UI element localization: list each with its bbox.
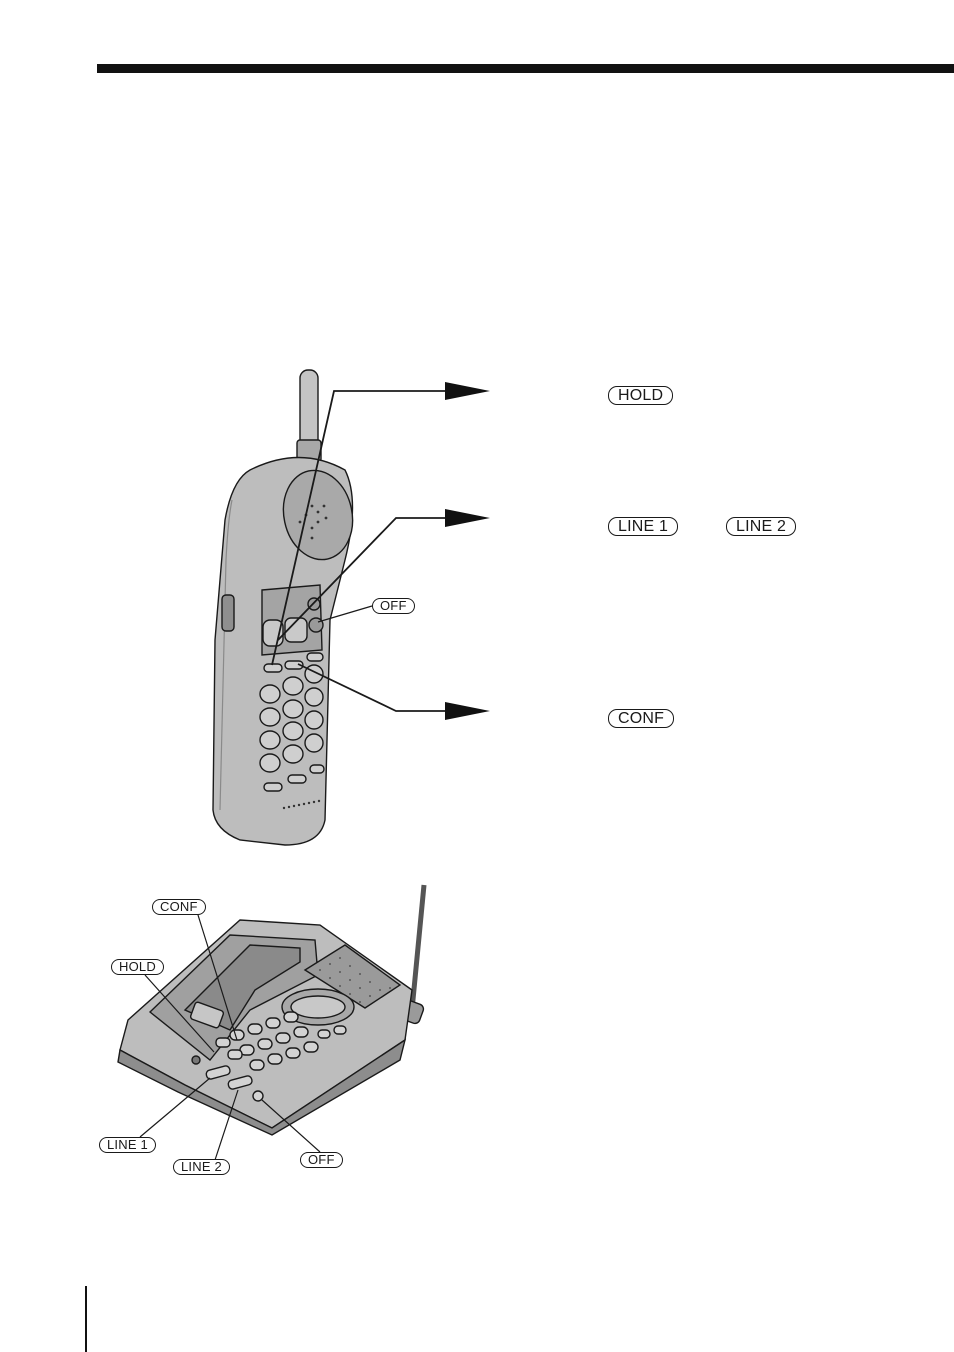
handset-arrows bbox=[445, 382, 490, 720]
base-line2-label: LINE 2 bbox=[173, 1159, 230, 1175]
base-hold-label: HOLD bbox=[111, 959, 164, 975]
base-off-label: OFF bbox=[300, 1152, 343, 1168]
conf-key-symbol: CONF bbox=[608, 709, 674, 728]
handset-illustration bbox=[213, 370, 361, 845]
base-conf-label: CONF bbox=[152, 899, 206, 915]
line2-key-symbol: LINE 2 bbox=[726, 517, 796, 536]
base-unit-illustration bbox=[118, 885, 425, 1135]
line1-key-symbol: LINE 1 bbox=[608, 517, 678, 536]
handset-off-label: OFF bbox=[372, 598, 415, 614]
hold-key-symbol: HOLD bbox=[608, 386, 673, 405]
base-line1-label: LINE 1 bbox=[99, 1137, 156, 1153]
